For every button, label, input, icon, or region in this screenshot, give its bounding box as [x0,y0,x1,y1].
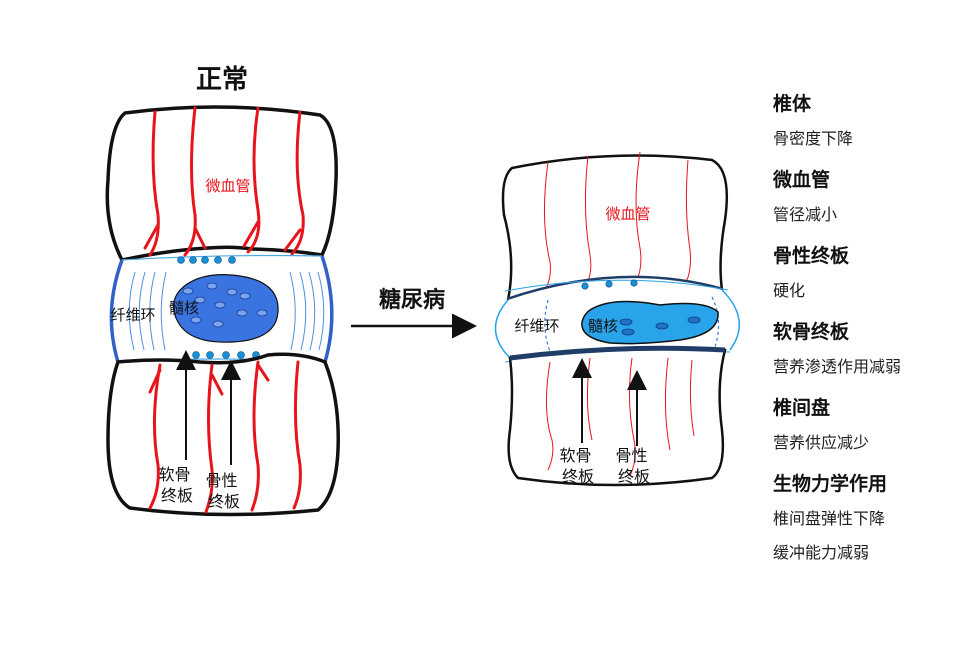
diabetic-nucleus-dots [619,316,701,336]
normal-title: 正常 [196,65,248,95]
legend-item-biomechanics-1: 椎间盘弹性下降 [773,509,886,528]
diabetic-microvessel-label: 微血管 [605,205,650,223]
legend-item-bony-endplate: 硬化 [773,281,806,300]
normal-upper-endplate-dots [177,256,236,264]
diabetic-bony-endplate-label: 骨性 终板 [615,446,652,486]
diabetic-upper-vessels [543,151,691,291]
normal-nucleus-label: 髓核 [169,299,199,317]
normal-upper-vertebra [105,105,338,262]
legend-item-disc: 营养供应减少 [773,433,870,452]
legend-title-cartilage-endplate: 软骨终板 [773,321,850,343]
normal-disc: 髓核 纤维环 [109,254,334,363]
normal-endplate-arrows [176,350,241,465]
normal-upper-vessels [143,106,305,257]
diabetic-endplate-arrows [572,358,647,446]
diabetic-nucleus-label: 髓核 [588,317,618,335]
diabetic-upper-endplate-dots [581,279,638,290]
diabetic-segment: 微血管 髓核 纤维环 [494,151,741,487]
legend-title-vertebra: 椎体 [773,93,812,115]
legend-title-disc: 椎间盘 [773,397,831,419]
legend-item-biomechanics-2: 缓冲能力减弱 [773,543,870,562]
legend-title-microvessel: 微血管 [773,169,831,191]
normal-annulus-label: 纤维环 [110,306,155,324]
normal-bony-endplate-label: 骨性 终板 [205,471,242,511]
legend-item-vertebra: 骨密度下降 [773,129,854,148]
diabetic-nucleus [581,300,719,345]
change-legend: 椎体 骨密度下降 微血管 管径减小 骨性终板 硬化 软骨终板 营养渗透作用减弱 … [773,90,973,574]
legend-title-bony-endplate: 骨性终板 [773,245,850,267]
diabetic-annulus-label: 纤维环 [514,317,559,335]
legend-item-cartilage-endplate: 营养渗透作用减弱 [773,357,902,376]
diabetic-disc: 髓核 纤维环 [494,278,741,371]
normal-microvessel-label: 微血管 [205,177,250,195]
normal-cartilage-endplate-label: 软骨 终板 [158,465,195,505]
normal-segment: 正常 微血管 [105,65,340,517]
normal-lower-vessels [148,360,302,514]
legend-title-biomechanics: 生物力学作用 [773,473,888,495]
diabetic-lower-endplate [509,345,726,361]
diabetes-transition: 糖尿病 [351,287,477,339]
legend-item-microvessel: 管径减小 [773,205,838,224]
normal-annulus-lamellae [128,271,325,351]
normal-lower-vertebra [106,352,340,517]
diabetes-arrow-label: 糖尿病 [379,287,445,313]
normal-nucleus [172,274,279,343]
normal-nucleus-dots [182,282,268,328]
diabetic-cartilage-endplate-label: 软骨 终板 [559,446,596,486]
